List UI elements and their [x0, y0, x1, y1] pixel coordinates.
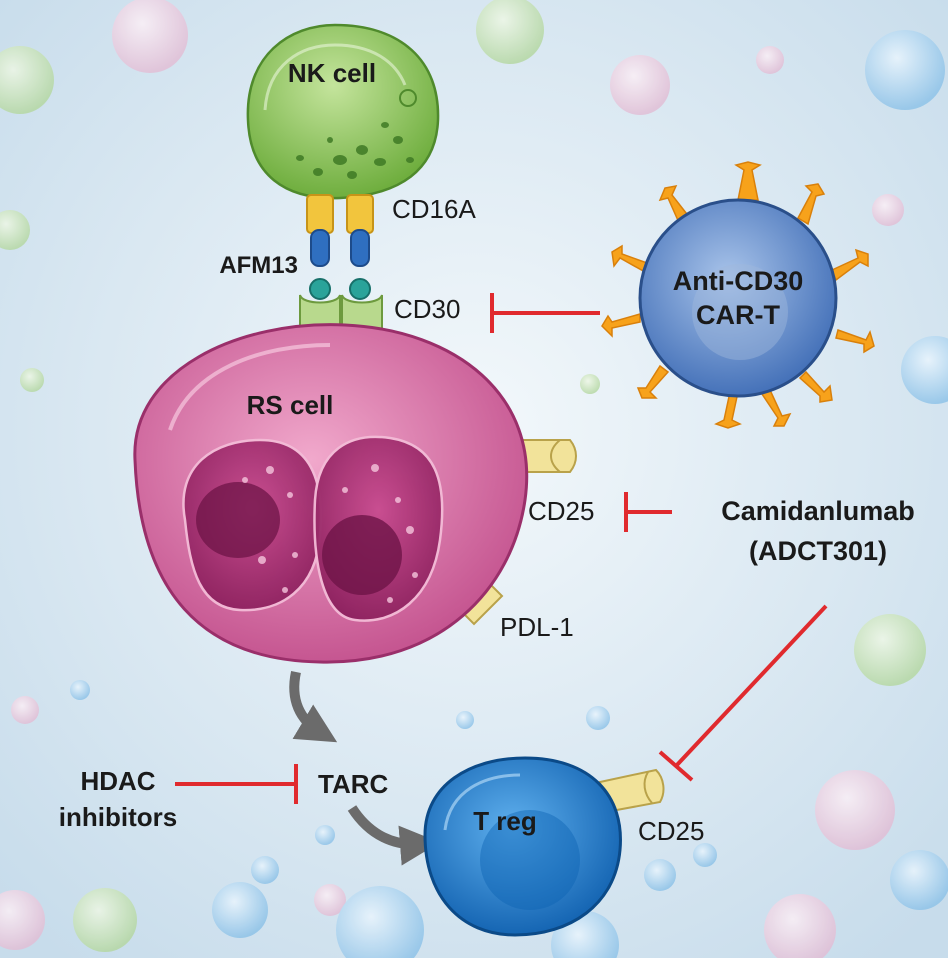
rs-nucleus-left [182, 438, 323, 612]
treg-cd25-label: CD25 [638, 816, 704, 846]
cd16a-label: CD16A [392, 194, 476, 224]
rs-cd25-label: CD25 [528, 496, 594, 526]
car-t-cell: Anti-CD30 CAR-T [601, 161, 875, 429]
treg-label: T reg [473, 806, 537, 836]
car-t-receptors [601, 161, 875, 429]
rs-nucleus-right [313, 435, 444, 622]
tarc-to-treg-arrow [347, 805, 440, 866]
tarc-label: TARC [318, 769, 389, 799]
treg-cell: T reg [423, 756, 622, 937]
camidanlumab-label-line2: (ADCT301) [749, 536, 887, 566]
hdac-label-line1: HDAC [80, 766, 155, 796]
camidanlumab-treg-inhibition [658, 604, 828, 782]
cd16a-receptors [306, 194, 374, 234]
car-t-inhibition-line [490, 293, 600, 333]
treg-cd25-receptor [598, 768, 665, 814]
car-t-label-line2: CAR-T [696, 300, 780, 330]
afm13-label: AFM13 [219, 252, 298, 279]
rs-nucleoli [242, 464, 418, 603]
nk-granules [296, 122, 414, 179]
hdac-inhibition-line [175, 764, 298, 804]
nk-cell-label: NK cell [288, 58, 376, 88]
pdl1-label: PDL-1 [500, 612, 574, 642]
camidanlumab-label-line1: Camidanlumab [721, 496, 915, 526]
rs-to-tarc-arrow [289, 670, 338, 743]
car-t-label-line1: Anti-CD30 [673, 266, 804, 296]
camidanlumab-rs-inhibition [624, 492, 672, 532]
hdac-label-line2: inhibitors [59, 802, 177, 832]
afm13-antibody [309, 229, 371, 300]
cd30-label: CD30 [394, 294, 460, 324]
rs-cell-label: RS cell [247, 390, 334, 420]
nk-cell: NK cell [246, 23, 440, 200]
rs-cell: RS cell [133, 323, 529, 664]
